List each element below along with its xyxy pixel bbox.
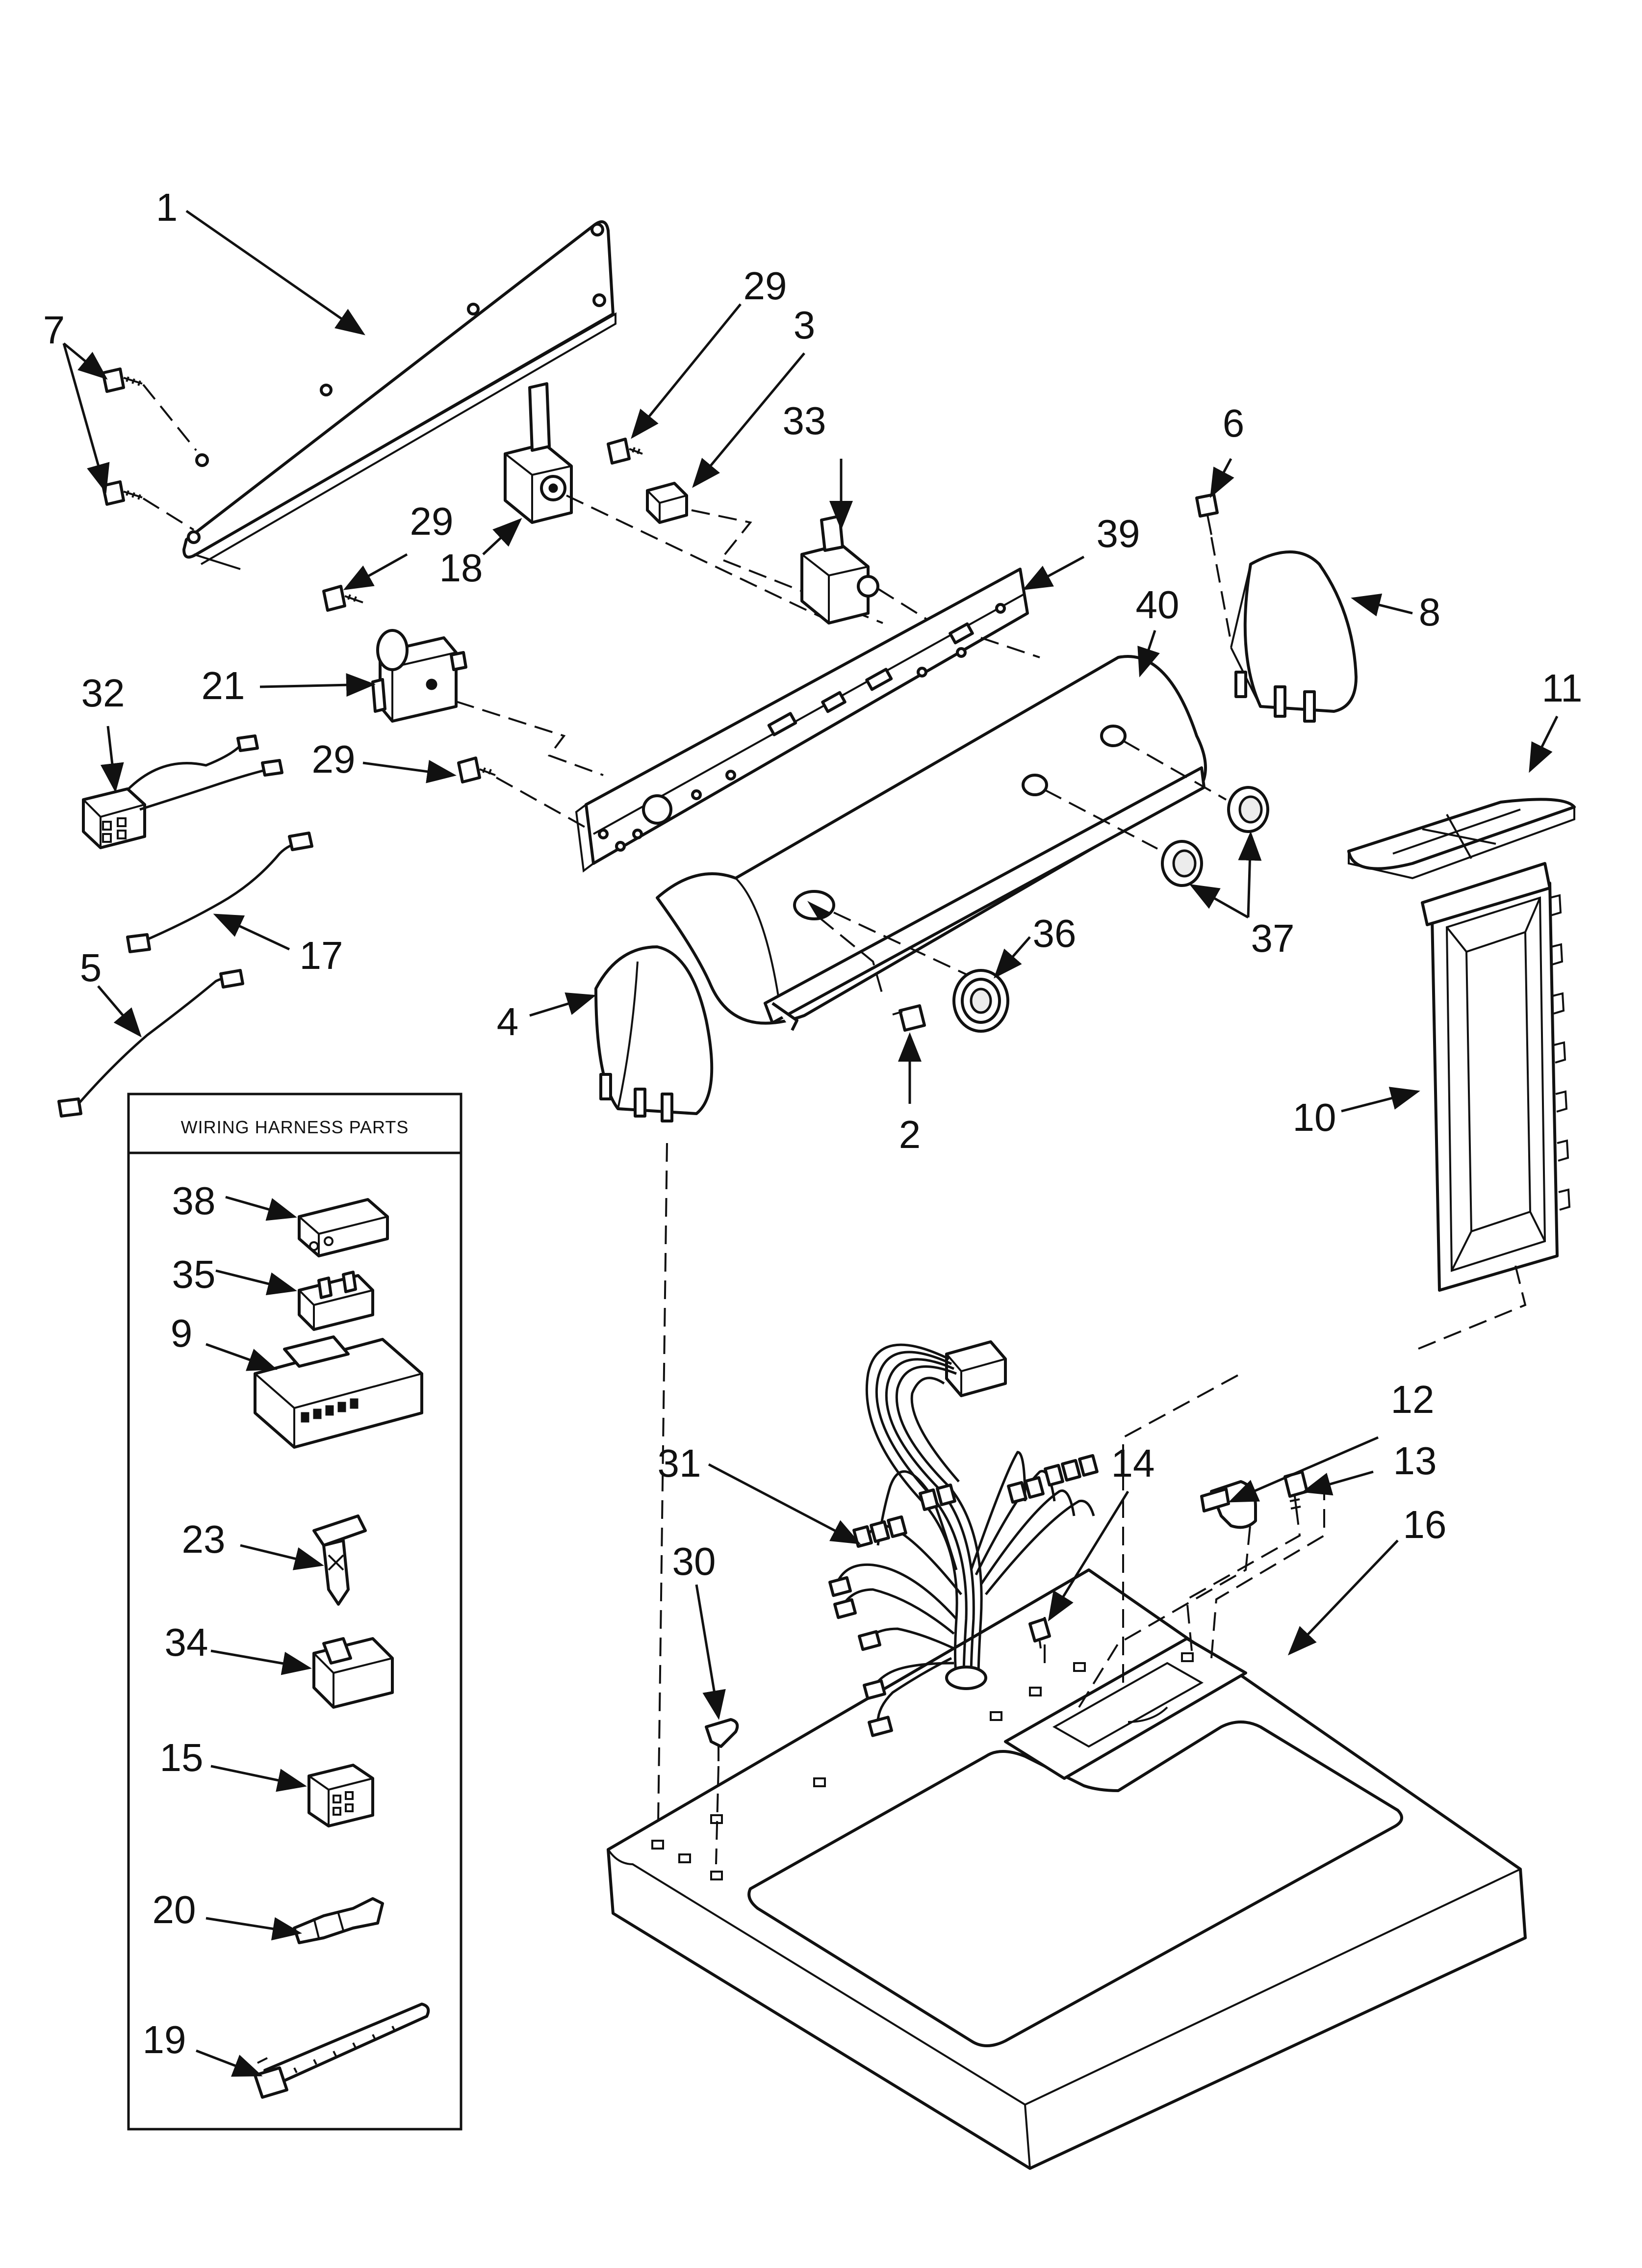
lint-housing-10: [1417, 862, 1571, 1350]
connector-15: [308, 1764, 374, 1827]
end-cap-8: [1230, 550, 1358, 723]
wire-5: [57, 969, 244, 1118]
knob-37-b: [1227, 786, 1269, 833]
callout-38: 38: [172, 1179, 216, 1223]
callout-6: 6: [1223, 401, 1245, 445]
terminal-20: [293, 1897, 384, 1944]
connector-block-9: [254, 1335, 423, 1449]
callout-21: 21: [202, 664, 245, 707]
knob-36: [952, 969, 1009, 1033]
callout-15: 15: [160, 1736, 204, 1779]
screw-29-middle: [322, 585, 363, 612]
callout-12: 12: [1391, 1378, 1435, 1421]
callout-23: 23: [182, 1517, 226, 1561]
callout-33: 33: [783, 399, 826, 443]
callout-40: 40: [1136, 583, 1180, 626]
main-harness-31: [828, 1340, 1099, 1737]
screw-7-upper: [102, 367, 197, 451]
callout-32: 32: [81, 671, 125, 715]
callout-29-middle: 29: [410, 499, 454, 543]
callout-2: 2: [899, 1113, 921, 1156]
callout-10: 10: [1293, 1095, 1336, 1139]
callout-35: 35: [172, 1252, 216, 1296]
callout-31: 31: [658, 1441, 701, 1485]
callout-labels: 1 7 29 3 33 6 18 29 39 8 21 40 32 29 11 …: [43, 185, 1583, 2061]
leader-lines: [62, 209, 1559, 2077]
screw-6: [1195, 493, 1232, 643]
screw-13: [1283, 1470, 1308, 1516]
clip-23: [312, 1514, 367, 1606]
harness-32: [82, 734, 283, 849]
callout-13: 13: [1393, 1439, 1437, 1483]
callout-29-upper: 29: [744, 264, 787, 308]
screw-29-upper: [607, 438, 643, 465]
switch-18: [504, 382, 834, 624]
selector-switch-21: [371, 629, 604, 776]
callout-30: 30: [672, 1539, 716, 1583]
clip-12: [1200, 1480, 1257, 1529]
callout-11: 11: [1541, 666, 1582, 710]
screw-2: [892, 1004, 926, 1032]
callout-37: 37: [1251, 916, 1295, 960]
clip-30: [705, 1718, 739, 1865]
cable-tie-19: [254, 2003, 430, 2099]
callout-34: 34: [165, 1620, 208, 1664]
callout-3: 3: [794, 303, 816, 347]
harness-box-title: WIRING HARNESS PARTS: [181, 1117, 409, 1137]
screw-7-lower: [102, 480, 195, 531]
callout-16: 16: [1403, 1503, 1447, 1546]
wire-17: [126, 832, 313, 953]
wiring-harness-parts-box: WIRING HARNESS PARTS: [127, 1093, 462, 2131]
callout-14: 14: [1111, 1441, 1155, 1485]
connector-35: [298, 1271, 374, 1331]
rear-panel-plate: [182, 220, 616, 570]
callout-5: 5: [80, 946, 102, 990]
callout-19: 19: [143, 2018, 186, 2061]
callout-18: 18: [439, 546, 483, 590]
callout-7: 7: [43, 308, 65, 352]
console-40: [656, 655, 1227, 1031]
knob-37-a: [1161, 840, 1203, 887]
lint-screen-11: [1347, 798, 1576, 880]
callout-29-lower: 29: [312, 737, 356, 781]
connector-38: [298, 1198, 389, 1257]
screw-29-lower: [457, 756, 589, 830]
callout-9: 9: [171, 1311, 193, 1355]
callout-17: 17: [300, 934, 343, 977]
callout-36: 36: [1033, 912, 1077, 955]
connector-34: [312, 1637, 394, 1709]
top-cover-16: [607, 1373, 1527, 2170]
callout-8: 8: [1419, 590, 1441, 634]
end-cap-4: [594, 945, 714, 1899]
callout-20: 20: [153, 1888, 196, 1931]
screw-14: [1028, 1617, 1051, 1649]
callout-4: 4: [497, 1000, 519, 1043]
control-bracket-39: [575, 568, 1040, 873]
callout-1: 1: [156, 185, 178, 229]
callout-39: 39: [1097, 512, 1140, 555]
